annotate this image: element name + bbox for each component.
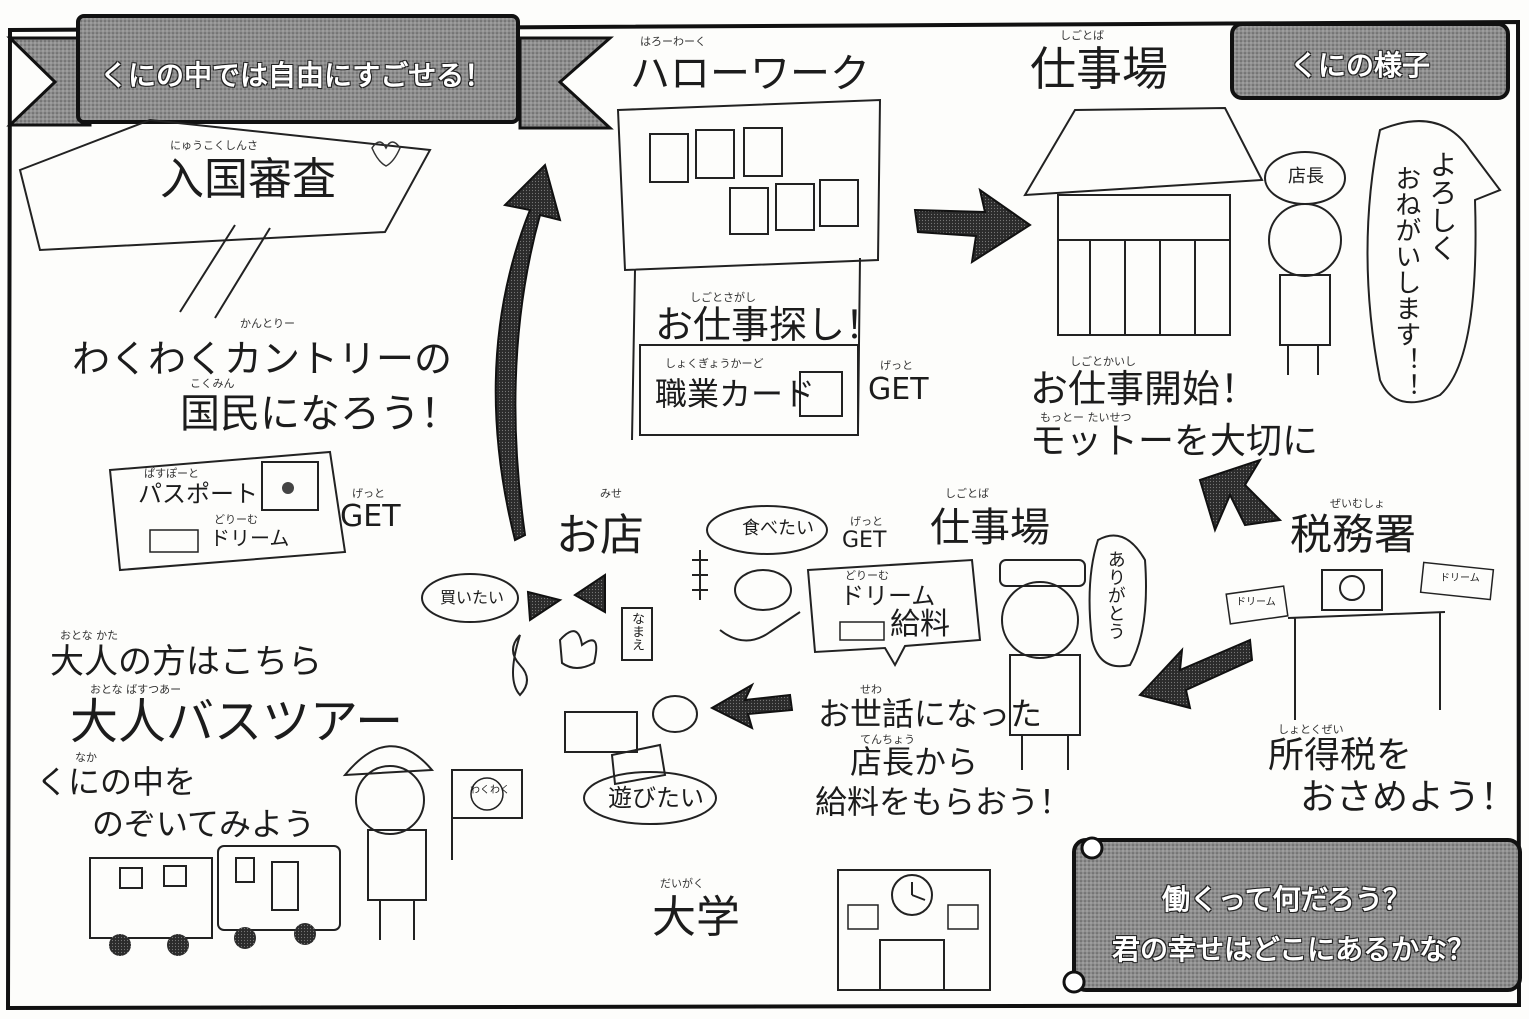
passport-label: パスポート <box>138 480 258 508</box>
shop-title: お店 <box>556 510 644 561</box>
ribbon-banner <box>6 14 614 130</box>
income-ruby: しょとくぜい <box>1278 723 1344 736</box>
pay-line: おさめよう！ <box>1300 777 1517 818</box>
income-line: 所得税を <box>1268 735 1413 776</box>
mid-get-ruby: げっと <box>850 515 883 528</box>
workplace-ruby: しごとば <box>1060 29 1104 42</box>
chef-figure <box>1264 151 1346 375</box>
shop-sign: なまえ <box>628 612 644 651</box>
mid-workplace-title: 仕事場 <box>930 505 1050 551</box>
dream-ruby-entry: どりーむ <box>214 513 258 526</box>
thank-line: お世話になった <box>818 695 1043 733</box>
mid-dream: ドリーム <box>840 582 936 610</box>
search-line: お仕事探し！ <box>655 303 884 347</box>
entry-get-ruby: げっと <box>352 487 385 500</box>
adult-ruby-3: なか <box>75 751 97 764</box>
hat-label: 店長 <box>1288 166 1324 187</box>
salary-sign <box>806 558 982 668</box>
banner-title: くにの中では自由にすごせる！ <box>100 59 493 92</box>
mid-salary: 給料 <box>890 607 950 642</box>
entry-title: 入国審査 <box>160 154 336 205</box>
question-line-2: 君の幸せはどこにあるかな？ <box>1112 933 1476 966</box>
hellowork-title: ハローワーク <box>630 51 870 97</box>
hellowork-board <box>616 98 882 441</box>
start-line: お仕事開始！ <box>1030 367 1259 411</box>
mid-chef <box>999 534 1147 770</box>
adult-ruby-1: おとな かた <box>60 629 119 642</box>
adult-ruby-2: おとな ばすつあー <box>90 683 182 696</box>
scroll-banner <box>1062 836 1522 994</box>
citizen-ruby: こくみん <box>190 377 235 390</box>
country-line: わくわくカントリーの <box>72 337 453 381</box>
entry-get: GET <box>340 499 401 534</box>
bus-drawing <box>89 845 341 956</box>
question-line-1: 働くって何だろう？ <box>1162 883 1411 916</box>
manager-line: 店長から <box>850 743 979 781</box>
tax-desk <box>1225 561 1495 720</box>
speech-col-2: おねがいします！！ <box>1390 165 1421 399</box>
want-buy: 買いたい <box>440 588 505 607</box>
arrow-up <box>494 163 562 542</box>
adult-line-4: のぞいてみよう <box>92 805 316 843</box>
search-ruby: しごとさがし <box>690 291 756 304</box>
mid-get: GET <box>842 528 887 553</box>
hellowork-ruby: はろーわーく <box>640 35 706 48</box>
adult-line-3: くにの中を <box>36 763 197 801</box>
mid-workplace-ruby: しごとば <box>945 487 989 500</box>
dream-label-entry: ドリーム <box>210 526 290 550</box>
salary-line: 給料をもらおう！ <box>815 783 1072 821</box>
passport-ruby: ぱすぽーと <box>144 467 199 480</box>
country-ruby: かんとりー <box>240 317 295 330</box>
mid-dream-ruby: どりーむ <box>845 569 889 582</box>
tax-title: 税務署 <box>1290 510 1417 559</box>
corner-label-box <box>1230 22 1510 100</box>
hw-get: GET <box>868 372 929 407</box>
entry-ruby: にゅうこくしんさ <box>170 139 258 152</box>
workplace-title: 仕事場 <box>1030 42 1168 96</box>
guide-figure <box>342 745 523 940</box>
workplace-building <box>1023 106 1264 336</box>
thanks-bubble: ありがとう <box>1104 550 1126 640</box>
tax-dream-tag-left: ドリーム <box>1236 597 1276 608</box>
want-play: 遊びたい <box>608 784 704 812</box>
card-label: 職業カード <box>655 375 816 413</box>
outer-frame <box>5 19 1522 1011</box>
tax-dream-tag-right: ドリーム <box>1440 573 1480 584</box>
university-ruby: だいがく <box>660 877 704 890</box>
adult-line-2: 大人バスツアー <box>70 694 404 750</box>
thank-ruby: せわ <box>860 683 882 696</box>
tax-ruby: ぜいむしょ <box>1330 497 1385 510</box>
flag-label: わくわく <box>470 785 510 796</box>
want-eat: 食べたい <box>742 518 814 539</box>
citizen-line: 国民になろう！ <box>180 391 460 437</box>
university-title: 大学 <box>652 892 740 943</box>
manager-ruby: てんちょう <box>860 733 915 746</box>
corner-label: くにの様子 <box>1290 49 1431 82</box>
speech-col-1: よろしく <box>1425 150 1459 262</box>
motto-ruby: もっとー たいせつ <box>1040 411 1132 424</box>
card-ruby: しょくぎょうかーど <box>665 357 764 370</box>
shop-ruby: みせ <box>600 487 622 500</box>
university-building <box>837 869 991 991</box>
start-ruby: しごとかいし <box>1070 355 1136 368</box>
hw-get-ruby: げっと <box>880 359 913 372</box>
motto-line: モットーを大切に <box>1030 421 1319 462</box>
adult-line-1: 大人の方はこちら <box>50 642 322 682</box>
